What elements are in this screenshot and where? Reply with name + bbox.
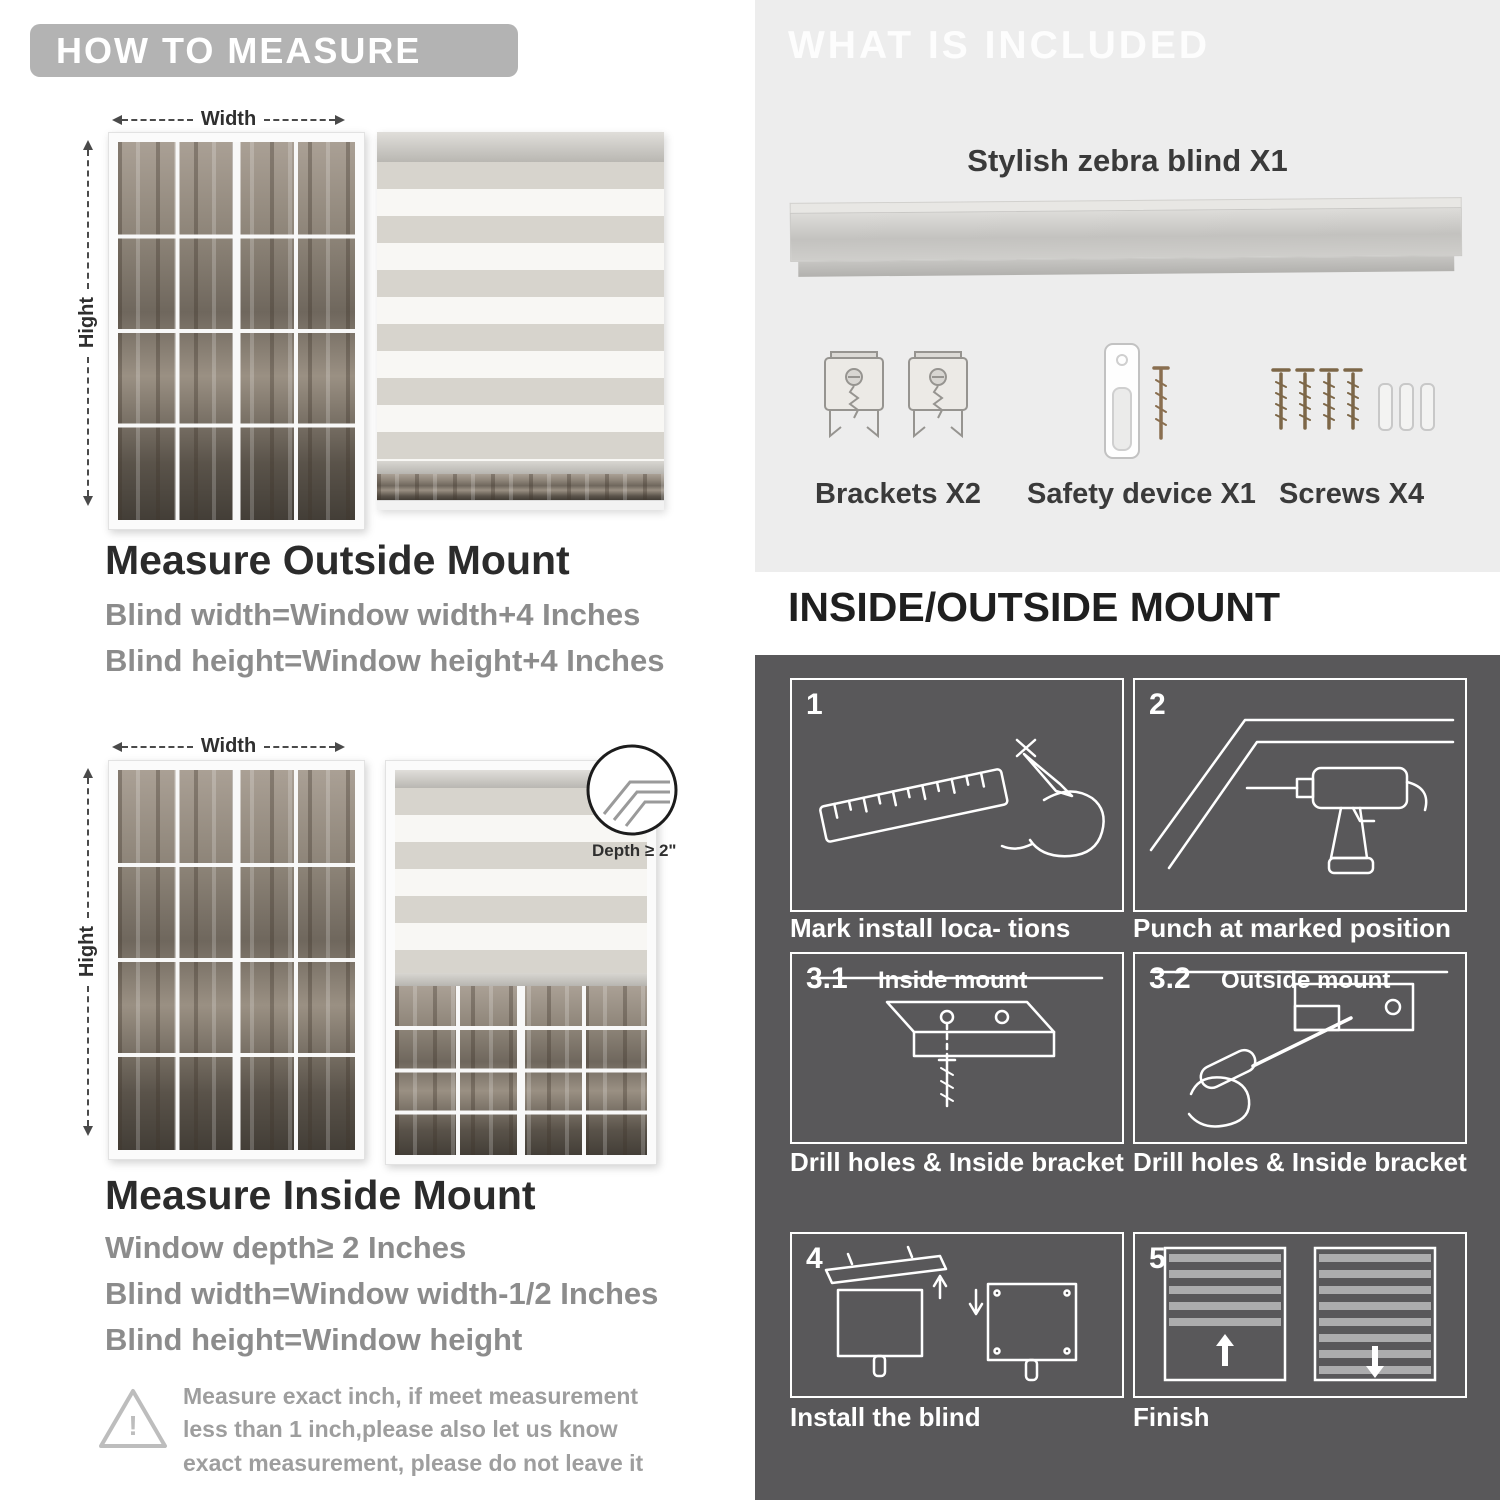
included-item-label-screws: Screws X4 <box>1279 478 1425 510</box>
step-1-illustration <box>819 738 1105 858</box>
height-label: Hight <box>76 926 98 978</box>
dash-line <box>86 985 89 1126</box>
window-illustration-outside <box>108 132 365 530</box>
step-caption: Finish <box>1133 1402 1210 1432</box>
inside-formula-depth: Window depth≥ 2 Inches <box>105 1230 467 1265</box>
outside-formula-width: Blind width=Window width+4 Inches <box>105 597 641 632</box>
arrow-right-icon <box>335 741 346 752</box>
step-number: 3.1 <box>806 962 848 995</box>
step-caption: Drill holes & Inside bracket <box>1133 1147 1467 1177</box>
warning-icon: ! <box>96 1386 170 1452</box>
step-box-2: 2 <box>1133 678 1467 912</box>
inside-formula-width: Blind width=Window width-1/2 Inches <box>105 1276 659 1311</box>
headrail-front-face <box>789 207 1463 262</box>
window-glimpse <box>377 474 664 500</box>
height-dimension-inside: Hight <box>76 768 99 1136</box>
screws-icon <box>1271 368 1435 431</box>
included-panel: WHAT IS INCLUDED Stylish zebra blind X1 <box>755 0 1500 572</box>
outside-mount-title: Measure Outside Mount <box>105 537 570 583</box>
step-box-1: 1 <box>790 678 1124 912</box>
what-is-included-header: WHAT IS INCLUDED <box>788 24 1211 67</box>
how-to-measure-header: HOW TO MEASURE <box>30 24 518 77</box>
step-caption: Drill holes & Inside bracket <box>790 1147 1124 1177</box>
window-glass <box>118 770 355 1150</box>
step-3-2-illustration <box>1151 970 1449 1128</box>
step-number: 4 <box>806 1242 823 1275</box>
window-sill <box>377 500 664 510</box>
width-label: Width <box>200 108 257 130</box>
how-to-measure-title: HOW TO MEASURE <box>56 29 422 71</box>
dash-line <box>86 150 89 290</box>
step-number: 5 <box>1149 1242 1166 1275</box>
width-label: Width <box>200 735 257 757</box>
window-glass <box>395 986 647 1155</box>
inside-formula-height: Blind height=Window height <box>105 1322 523 1357</box>
included-item-label-safety: Safety device X1 <box>1027 478 1256 510</box>
depth-callout <box>584 742 680 838</box>
included-item-label-brackets: Brackets X2 <box>815 478 982 510</box>
step-4-illustration <box>824 1245 1078 1382</box>
outside-formula-height: Blind height=Window height+4 Inches <box>105 643 665 678</box>
warning-triangle-icon <box>99 1389 167 1448</box>
dash-line <box>264 118 336 121</box>
bracket-icon <box>908 351 968 439</box>
width-dimension-outside: Width <box>112 108 346 131</box>
step-caption: Install the blind <box>790 1402 981 1432</box>
blind-bottomrail <box>395 973 647 986</box>
arrow-up-icon <box>82 140 93 150</box>
blind-stripes <box>377 162 664 461</box>
headrail-illustration <box>789 197 1463 277</box>
zebra-blind-illustration-outside <box>377 132 664 510</box>
arrow-right-icon <box>335 114 346 125</box>
measurement-note: Measure exact inch, if meet measurement … <box>183 1383 644 1476</box>
step-3-1-illustration <box>810 976 1104 1108</box>
height-label: Hight <box>76 297 98 349</box>
step-number: 3.2 <box>1149 962 1191 995</box>
anchor-icon <box>1378 383 1435 431</box>
step-box-3-1: 3.1 Inside mount <box>790 952 1124 1144</box>
arrow-down-icon <box>82 1126 93 1136</box>
step-5-illustration <box>1163 1246 1437 1382</box>
window-glass <box>118 142 355 520</box>
width-dimension-inside: Width <box>112 735 346 758</box>
height-dimension-outside: Hight <box>76 140 99 506</box>
corner-detail-icon <box>586 744 678 836</box>
step-box-4: 4 <box>790 1232 1124 1398</box>
step-2-illustration <box>1149 718 1455 875</box>
step-box-3-2: 3.2 Outside mount <box>1133 952 1467 1144</box>
mount-panel: 1 Mark install loca- tions 2 <box>755 655 1500 1500</box>
dash-line <box>122 118 193 121</box>
arrow-left-icon <box>112 114 122 125</box>
blind-headrail <box>377 132 664 162</box>
window-illustration-inside <box>108 760 365 1160</box>
arrow-up-icon <box>82 768 93 778</box>
dash-line <box>122 745 193 748</box>
step-tag: Outside mount <box>1221 967 1391 994</box>
blind-bottomrail <box>377 461 664 474</box>
safety-device-icon <box>1104 343 1170 459</box>
dash-line <box>86 778 89 919</box>
step-number: 1 <box>806 688 823 721</box>
brackets-group <box>821 350 971 450</box>
dash-line <box>264 745 336 748</box>
depth-callout-label: Depth ≥ 2" <box>592 841 677 860</box>
arrow-down-icon <box>82 496 93 506</box>
bracket-icon <box>824 351 884 439</box>
step-caption: Punch at marked position <box>1133 913 1451 943</box>
step-number: 2 <box>1149 688 1166 721</box>
inside-outside-mount-header: INSIDE/OUTSIDE MOUNT <box>788 584 1281 630</box>
dash-line <box>86 356 89 496</box>
inside-mount-title: Measure Inside Mount <box>105 1172 536 1218</box>
step-caption: Mark install loca- tions <box>790 913 1071 943</box>
arrow-left-icon <box>112 741 122 752</box>
blind-headrail <box>395 770 647 788</box>
warning-mark: ! <box>128 1410 138 1441</box>
product-label: Stylish zebra blind X1 <box>967 143 1288 178</box>
step-box-5: 5 <box>1133 1232 1467 1398</box>
step-tag: Inside mount <box>878 967 1028 994</box>
